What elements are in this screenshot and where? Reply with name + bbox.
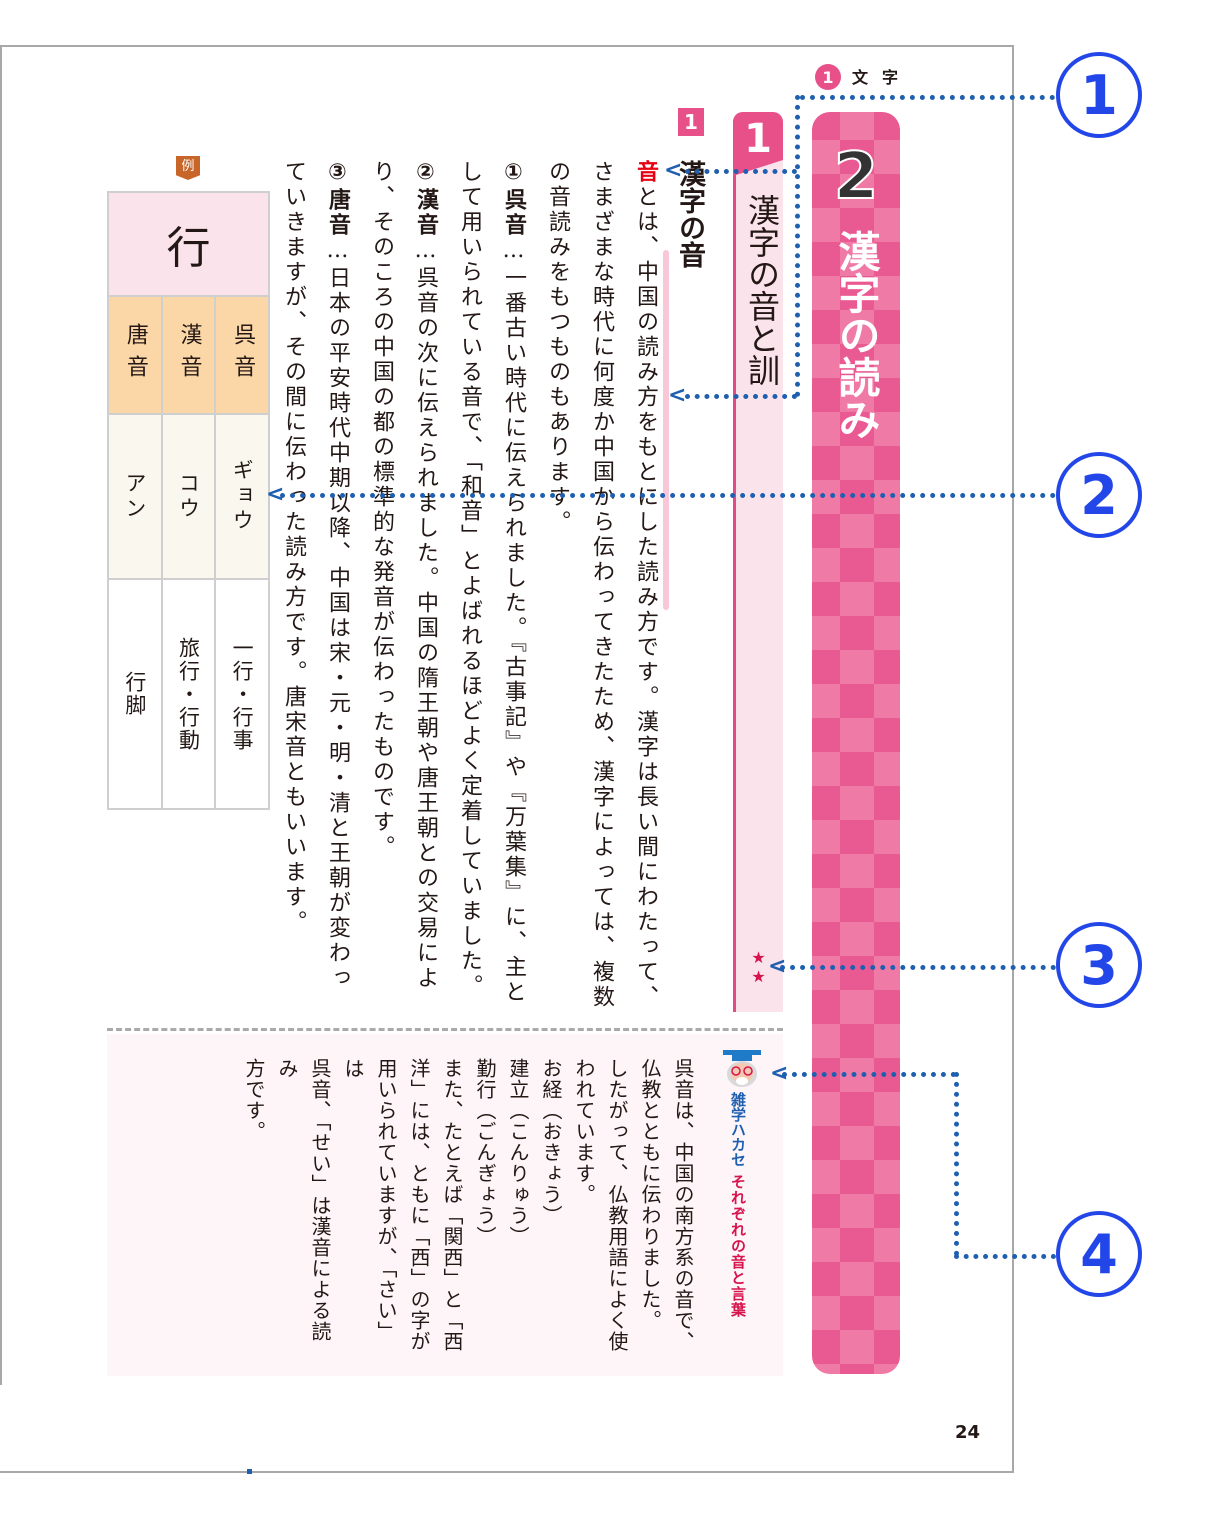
paragraph-toon: ③唐音…日本の平安時代中期以降、中国は宋・元・明・清と王朝が変わっていきますが、… [281,160,350,991]
annotation-1-line [795,95,800,397]
arrow-left-icon: < [664,158,683,183]
keyword-toon: ③唐音 [325,160,350,238]
reading-type-row: 呉音 漢音 唐音 [109,297,268,415]
unit-band: 2 漢字の読み [812,112,900,1374]
trivia-divider [107,1028,783,1031]
marker-dot [247,1469,252,1474]
type-cell: 唐音 [122,323,148,387]
trivia-text: 呉音は、中国の南方系の音で、 仏教とともに伝わりました。 したがって、仏教用語に… [242,1058,695,1352]
annotation-4-line [954,1254,1056,1259]
annotation-marker-4: 4 [1056,1211,1142,1297]
difficulty-stars-icon: ★★ [749,948,768,986]
section-tab-head: 1 [733,112,783,176]
annotation-4-line [954,1072,959,1256]
trivia-label: 雑学ハカセ [729,1092,747,1167]
sound-row: ギョウ コウ アン [109,415,268,580]
trivia-box: 雑学ハカセ それぞれの音と言葉 呉音は、中国の南方系の音で、 仏教とともに伝わり… [107,1034,783,1376]
example-table: 行 呉音 漢音 唐音 ギョウ コウ アン 一行・行事 旅行・行動 行脚 [107,191,270,810]
type-cell: 漢音 [160,297,215,413]
annotation-4-line [782,1072,956,1077]
annotation-1-line [685,169,797,174]
example-badge-icon: 例 [176,156,200,180]
word-cell: 一行・行事 [214,580,268,808]
arrow-left-icon: < [770,1061,789,1086]
page-left-border [0,45,2,1385]
word-cell: 旅行・行動 [160,580,215,808]
paragraph-goon: ①呉音…一番古い時代に伝えられました。『古事記』や『万葉集』に、主として用いられ… [457,160,526,1005]
professor-icon [723,1050,761,1087]
paragraph-intro: 音とは、中国の読み方をもとにした読み方です。漢字は長い間にわたって、さまざまな時… [545,160,658,1010]
arrow-left-icon: < [768,954,787,979]
chapter-label: 文字 [852,68,913,87]
body-text: 音とは、中国の読み方をもとにした読み方です。漢字は長い間にわたって、さまざまな時… [271,160,667,1010]
section-tab: 1 漢字の音と訓 ★★ [733,112,783,1012]
annotation-3-line [780,965,1056,970]
example-kanji: 行 [109,193,268,297]
subsection-title: 漢字の音 [674,160,705,268]
section-number: 1 [744,116,772,162]
annotation-1-line [800,95,1055,100]
keyword-on: 音 [633,160,658,185]
section-title: 漢字の音と訓 [743,194,781,386]
annotation-2-line [280,493,1056,498]
arrow-left-icon: < [668,383,687,408]
keyword-goon: ①呉音 [501,160,526,238]
unit-number: 2 [833,139,880,215]
sound-cell: アン [122,471,147,522]
unit-title: 漢字の読み [832,230,881,440]
page-number: 24 [955,1422,981,1443]
type-cell: 呉音 [214,297,268,413]
sound-cell: ギョウ [214,415,268,578]
annotation-1-line [685,394,797,399]
chapter-number-badge: 1 [815,64,841,90]
arrow-left-icon: < [266,482,285,507]
word-row: 一行・行事 旅行・行動 行脚 [109,580,268,808]
annotation-marker-2: 2 [1056,452,1142,538]
sound-cell: コウ [160,415,215,578]
keyword-kanon: ②漢音 [413,160,438,238]
annotation-marker-3: 3 [1056,922,1142,1008]
annotation-marker-1: 1 [1056,52,1142,138]
highlight-marker [663,250,669,610]
paragraph-kanon: ②漢音…呉音の次に伝えられました。中国の隋王朝や唐王朝との交易により、そのころの… [369,160,438,991]
word-cell: 行脚 [122,671,147,717]
trivia-title: それぞれの音と言葉 [729,1174,747,1318]
subsection-number: 1 [678,108,704,136]
